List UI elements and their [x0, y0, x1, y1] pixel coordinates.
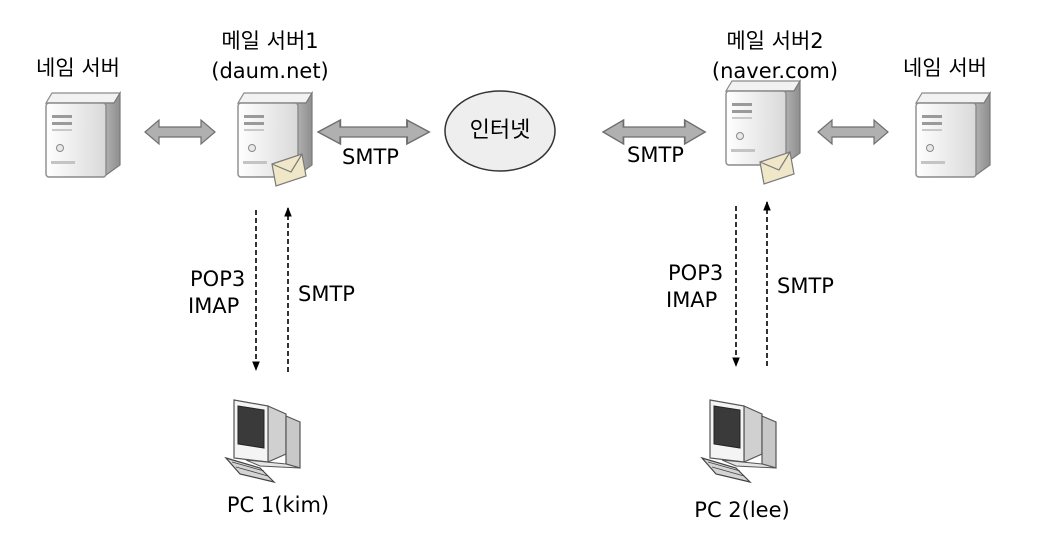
double-arrow-icon: [602, 119, 707, 145]
pc1-pop3-label: POP3: [190, 267, 246, 291]
mail-server-2-title: 메일 서버2: [726, 29, 824, 53]
double-arrow-icon: [144, 119, 216, 145]
internet-label: 인터넷: [469, 118, 531, 143]
pc2-smtp-label: SMTP: [777, 274, 834, 298]
right-name-server-icon: [915, 92, 991, 178]
right-name-server-label: 네임 서버: [903, 56, 987, 80]
mail-server-2-domain: (naver.com): [711, 59, 839, 83]
pc2-label: PC 2(lee): [694, 498, 790, 522]
double-arrow-icon: [317, 119, 431, 145]
pc1-smtp-label: SMTP: [298, 282, 355, 306]
internet-cloud: [444, 90, 556, 172]
pc-1-icon: [225, 399, 301, 483]
pc1-imap-label: IMAP: [188, 294, 240, 318]
pc2-pop3-label: POP3: [668, 261, 724, 285]
smtp-server1-internet-label: SMTP: [342, 145, 399, 169]
mail-server-1-domain: (daum.net): [211, 59, 329, 83]
double-arrow-icon: [817, 119, 889, 145]
pc-2-icon: [701, 399, 777, 483]
left-name-server-icon: [45, 92, 121, 178]
smtp-internet-server2-label: SMTP: [627, 143, 684, 167]
left-name-server-label: 네임 서버: [36, 56, 120, 80]
mail-server-1-title: 메일 서버1: [221, 29, 319, 53]
pc2-imap-label: IMAP: [666, 288, 718, 312]
pc1-label: PC 1(kim): [226, 493, 330, 517]
